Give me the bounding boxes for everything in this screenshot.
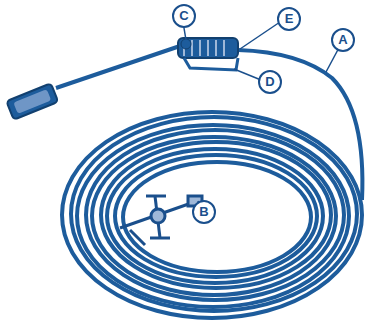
hose: [238, 50, 362, 200]
callout-letter: A: [331, 28, 355, 52]
leader-lines: [183, 22, 341, 217]
callout-letter: C: [172, 4, 196, 28]
callout-letter: D: [258, 70, 282, 94]
torch: [6, 38, 238, 120]
callout-letter: E: [277, 7, 301, 31]
gas-valve: [120, 196, 202, 245]
hose-coil: [62, 112, 362, 318]
callout-letter: B: [192, 200, 216, 224]
